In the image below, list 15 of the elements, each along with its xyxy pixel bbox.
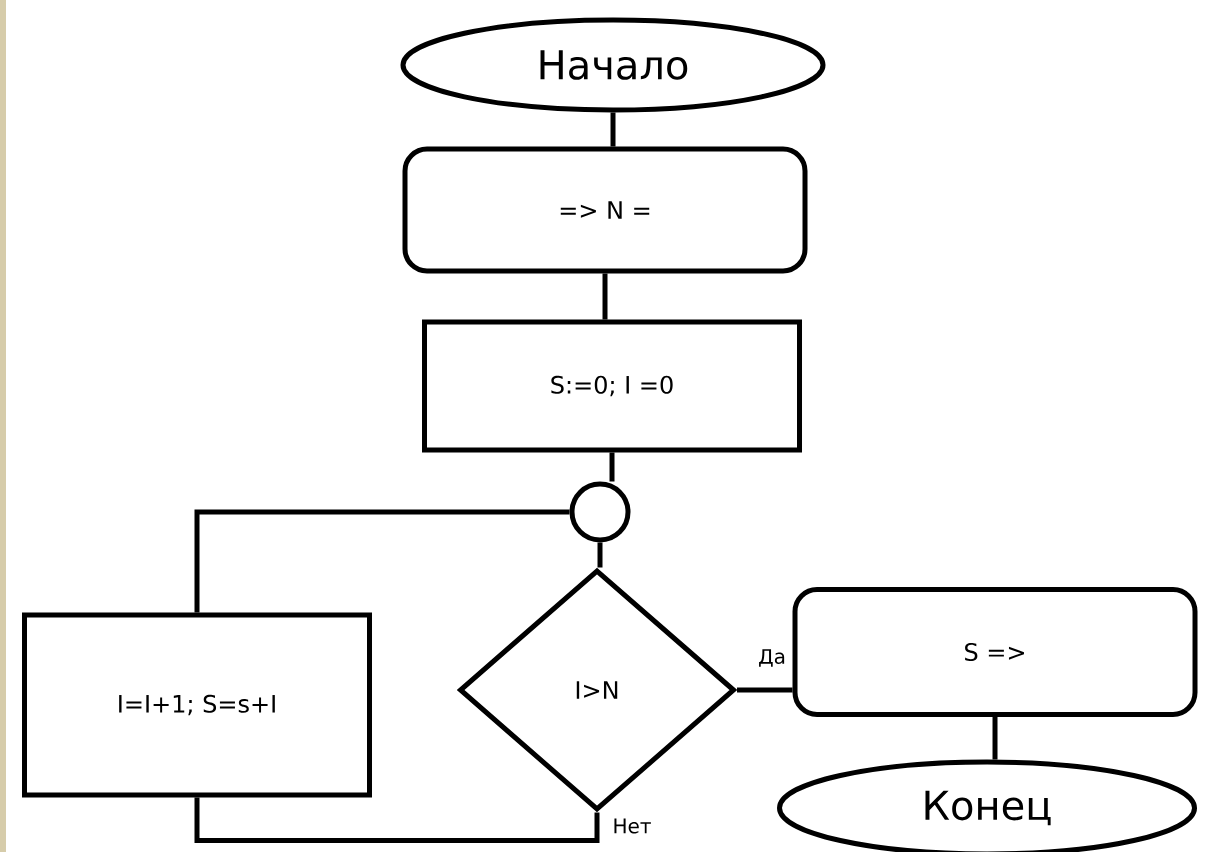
connector-line [597,542,603,568]
connector-line [610,112,616,147]
connector-line [737,687,793,693]
edge-label: Нет [611,817,653,835]
connector-circle [569,481,631,543]
process-box: I=I+1; S=s+I [22,612,372,798]
process-box: S:=0; I =0 [422,319,802,453]
connector-line [602,273,608,320]
connector-line [992,717,998,760]
connector-line [194,509,570,613]
output-box: S => [792,587,1198,717]
connector-line [194,797,600,843]
edge-label: Да [757,648,787,668]
connector-line [609,452,615,482]
input-box: => N = [402,146,808,274]
